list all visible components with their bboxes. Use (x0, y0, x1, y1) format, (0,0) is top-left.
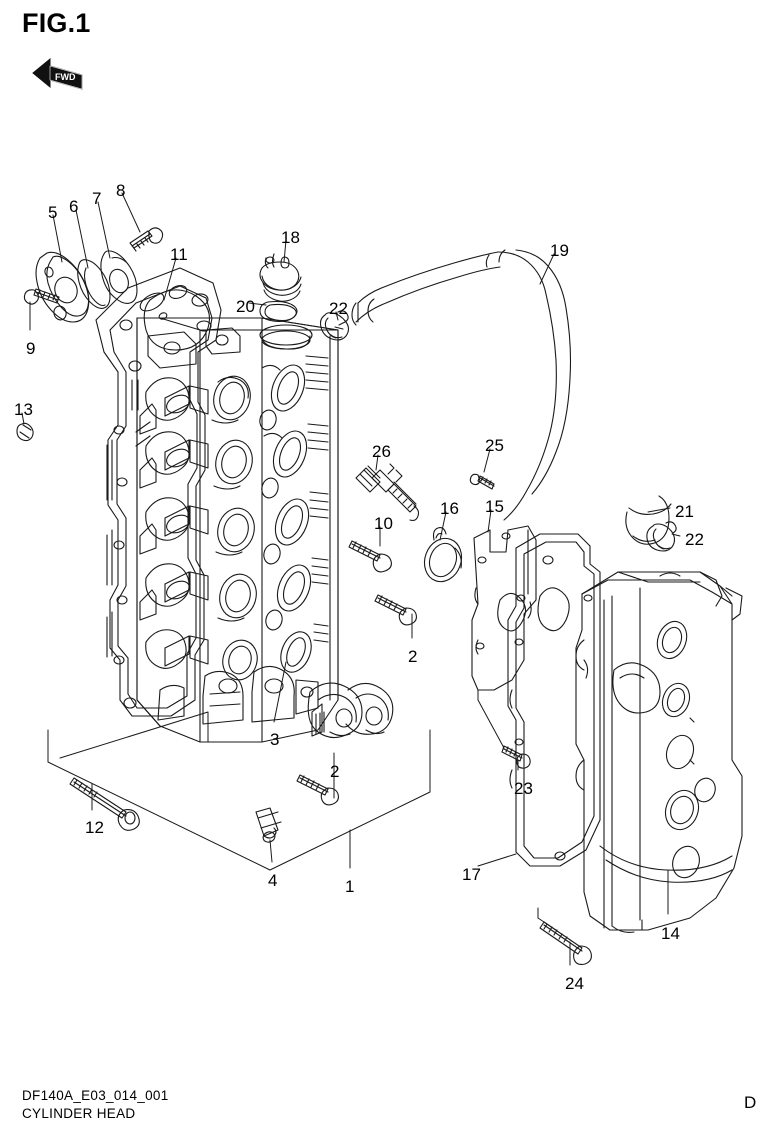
callout-label-18: 18 (281, 228, 300, 247)
diagram-code: DF140A_E03_014_001 (22, 1088, 169, 1103)
page-corner-letter: D (744, 1093, 757, 1112)
hose-clamp-22b (646, 521, 677, 552)
camshaft-cap-3 (307, 682, 394, 739)
callout-label-7: 7 (92, 189, 102, 208)
callout-label-15: 15 (485, 497, 504, 516)
leader-lines (21, 192, 681, 966)
clamp-ring-16 (423, 527, 463, 583)
callout-label-11: 11 (170, 245, 188, 264)
callout-label-23: 23 (514, 779, 533, 798)
plate-15 (471, 525, 537, 691)
long-bolt-12 (69, 777, 140, 831)
bolt-8 (129, 227, 164, 252)
callout-label-9: 9 (26, 339, 36, 358)
dowel-pin-13 (16, 422, 34, 442)
callout-label-19: 19 (550, 241, 569, 260)
callout-label-2b: 2 (330, 762, 340, 781)
callout-label-1: 1 (345, 877, 355, 896)
bolt-9 (23, 288, 60, 305)
spark-plug-26 (355, 463, 420, 522)
callout-label-22b: 22 (685, 530, 704, 549)
callout-label-20: 20 (236, 297, 255, 316)
callout-label-12: 12 (85, 818, 104, 837)
figure-title: FIG.1 (22, 8, 91, 38)
callout-label-8: 8 (116, 181, 126, 200)
breather-hose-19 (351, 249, 672, 545)
bolt-10 (348, 540, 392, 573)
diagram-name: CYLINDER HEAD (22, 1106, 136, 1121)
cover-gasket-17 (507, 533, 601, 867)
callout-label-4: 4 (268, 871, 278, 890)
callout-label-2a: 2 (408, 647, 418, 666)
bolt-2b (296, 774, 339, 806)
callout-label-14: 14 (661, 924, 680, 943)
fwd-arrow-icon: FWD (30, 55, 90, 97)
svg-text:FWD: FWD (55, 72, 76, 82)
callout-label-24: 24 (565, 974, 584, 993)
callout-label-6: 6 (69, 197, 79, 216)
callout-label-16: 16 (440, 499, 459, 518)
callout-label-5: 5 (48, 203, 58, 222)
bolt-2a (374, 594, 417, 626)
screw-24 (539, 921, 592, 965)
bolt-23 (501, 745, 531, 769)
thermostat-group (23, 227, 164, 323)
callout-label-17: 17 (462, 865, 481, 884)
callout-label-25: 25 (485, 436, 504, 455)
bolt-25 (469, 473, 495, 490)
callout-label-21: 21 (675, 502, 694, 521)
cylinder-head-gasket-11 (95, 267, 222, 717)
callout-label-26: 26 (372, 442, 391, 461)
oil-filler-cap-18 (259, 253, 302, 323)
callout-label-10: 10 (374, 514, 393, 533)
callout-label-13: 13 (14, 400, 33, 419)
cylinder-head-body-1 (69, 317, 417, 843)
callout-label-22a: 22 (329, 299, 348, 318)
callout-label-3: 3 (270, 730, 280, 749)
dowel-pin-4 (255, 807, 282, 843)
cylinder-head-cover-14 (575, 571, 743, 933)
